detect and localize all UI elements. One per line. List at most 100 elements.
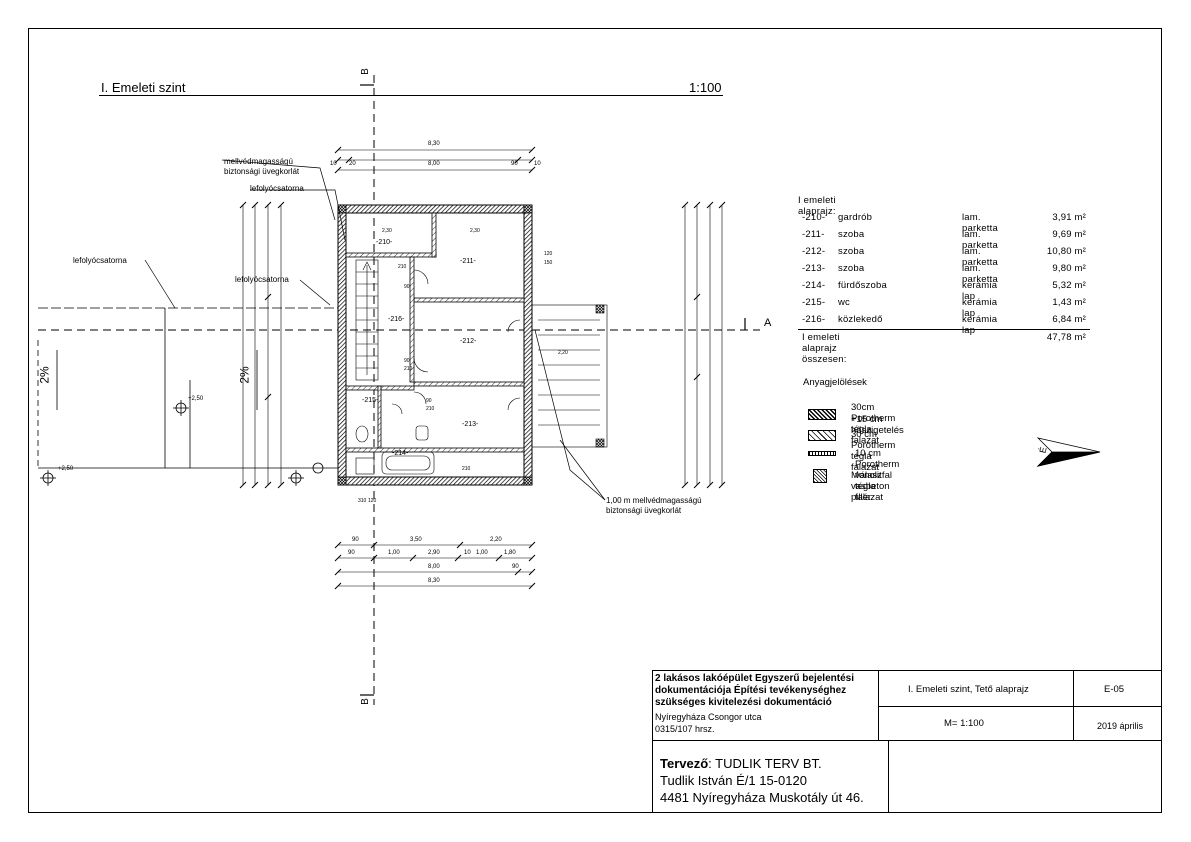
level-mark-2: +2,50 <box>58 466 74 472</box>
leader-lines <box>144 159 606 501</box>
sheet-title: I. Emeleti szint, Tető alaprajz <box>908 684 1029 695</box>
designer-address: 4481 Nyíregyháza Muskotály út 46. <box>660 790 864 805</box>
dim-b2-e: 1,00 <box>476 550 488 556</box>
designer-block: Tervező: TUDLIK TERV BT. Tudlik István É… <box>660 755 864 806</box>
terrace-railing <box>531 304 608 448</box>
legend-title: Anyagjelölések <box>803 377 867 388</box>
room-area: 6,84 m² <box>1052 314 1086 325</box>
room-area: 9,80 m² <box>1052 263 1086 274</box>
title-block-vline-3 <box>888 740 889 813</box>
title-block-hline <box>652 740 1162 741</box>
railing-note-top-line1: mellvédmagasságú <box>224 157 293 166</box>
room-area: 3,91 m² <box>1052 212 1086 223</box>
railing-note-bottom-line1: 1,00 m mellvédmagasságú <box>606 496 702 505</box>
railing-note-top: mellvédmagasságú biztonsági üvegkorlát <box>224 157 299 177</box>
room-label-210: -210- <box>376 239 393 246</box>
room-floor: kerámia lap <box>962 280 998 302</box>
legend-swatch-thin <box>808 451 836 456</box>
dim-b4-a: 8,30 <box>428 578 440 584</box>
dimension-lines <box>242 149 723 587</box>
room-name: wc <box>838 297 851 308</box>
table-rule <box>798 329 1090 330</box>
drawing-frame <box>28 28 1162 813</box>
room-table-title-text: I emeleti alaprajz: <box>798 195 836 217</box>
room-area: 1,43 m² <box>1052 297 1086 308</box>
room-name: szoba <box>838 263 865 274</box>
railing-note-bottom-line2: biztonsági üvegkorlát <box>606 506 682 515</box>
legend-label-2: 30 cm Porotherm tégla falazat <box>851 429 896 473</box>
dim-b2-d: 10 <box>464 550 471 556</box>
project-title: 2 lakásos lakóépület Egyszerű bejelentés… <box>655 673 854 709</box>
project-location: Nyíregyháza Csongor utca 0315/107 hrsz. <box>655 711 762 735</box>
title-block-hline-2 <box>878 706 1162 707</box>
room-area: 10,80 m² <box>1046 246 1086 257</box>
level-mark-1: +2,50 <box>188 396 204 402</box>
room-label-214: -214- <box>392 450 409 457</box>
drain-symbols <box>40 400 324 486</box>
total-area: 47,78 m² <box>1046 332 1086 343</box>
gutter-label-3: lefolyócsatorna <box>235 275 289 284</box>
slope-label-left: 2% <box>37 366 52 384</box>
opening-dim-8: 90 <box>404 358 410 364</box>
dim-top-right: 90 <box>511 161 518 167</box>
designer-name: Tudlik István É/1 15-0120 <box>660 773 807 788</box>
header-rule <box>99 95 723 96</box>
legend-label-3: 10 cm Porotherm válaszfal tégla falazat <box>855 448 900 503</box>
dim-top-inner: 8,00 <box>428 161 440 167</box>
room-no: -213- <box>802 263 826 274</box>
dim-b3-a: 8,00 <box>428 564 440 570</box>
room-floor: lam. parketta <box>962 263 998 285</box>
railing-note-bottom: 1,00 m mellvédmagasságú biztonsági üvegk… <box>606 496 702 516</box>
room-no: -216- <box>802 314 826 325</box>
staircase <box>355 259 379 381</box>
room-area: 5,32 m² <box>1052 280 1086 291</box>
room-no: -212- <box>802 246 826 257</box>
room-floor: lam. parketta <box>962 229 998 251</box>
slope-label-center: 2% <box>237 366 252 384</box>
opening-dim-3: 90 <box>404 284 410 290</box>
room-name: fürdőszoba <box>838 280 888 291</box>
project-title-line2: dokumentációja Építési tevékenységhez <box>655 685 847 696</box>
north-arrow <box>1036 437 1101 467</box>
dim-top-left: 20 <box>349 161 356 167</box>
opening-dim-12: 120 <box>368 498 377 504</box>
dim-top-edge-left: 10 <box>330 161 337 167</box>
room-label-211: -211- <box>460 258 476 265</box>
opening-dim-14: 310 <box>358 498 367 504</box>
dim-top-total: 8,30 <box>428 141 440 147</box>
dim-b2-f: 1,80 <box>504 550 516 556</box>
sheet-date: 2019 április <box>1097 721 1144 731</box>
project-location-line2: 0315/107 hrsz. <box>655 724 715 734</box>
interior-walls <box>345 212 525 453</box>
room-no: -214- <box>802 280 826 291</box>
opening-dim-9: 210 <box>404 366 413 372</box>
opening-dim-10: 90 <box>426 398 432 404</box>
dim-b2-c: 2,90 <box>428 550 440 556</box>
opening-dim-11: 210 <box>426 406 435 412</box>
bathroom-fixtures <box>355 425 435 475</box>
legend-swatch-dense <box>808 409 836 420</box>
project-title-line3: szükséges kivitelezési dokumentáció <box>655 697 832 708</box>
sheet-number: E-05 <box>1104 684 1125 695</box>
room-name: közlekedő <box>838 314 883 325</box>
roof-outline <box>37 307 338 469</box>
opening-dim-5: 120 <box>544 251 553 257</box>
room-label-213: -213- <box>462 421 479 428</box>
room-label-215: -215- <box>362 397 379 404</box>
dim-b2-a: 90 <box>348 550 355 556</box>
room-floor: lam. parketta <box>962 212 998 234</box>
sheet-scale: M= 1:100 <box>944 718 984 729</box>
drawing-scale: 1:100 <box>689 80 722 95</box>
project-location-line1: Nyíregyháza Csongor utca <box>655 712 762 722</box>
designer-label: Tervező <box>660 756 709 771</box>
room-floor: kerámia lap <box>962 297 998 319</box>
room-floor: kerámia lap <box>962 314 998 336</box>
legend-swatch-cross <box>813 469 827 483</box>
room-floor: lam. parketta <box>962 246 998 268</box>
room-label-212: -212- <box>460 338 477 345</box>
opening-dim-2: 210 <box>398 264 407 270</box>
dim-b1-a: 90 <box>352 537 359 543</box>
dim-b1-c: 2,20 <box>490 537 502 543</box>
room-no: -215- <box>802 297 826 308</box>
